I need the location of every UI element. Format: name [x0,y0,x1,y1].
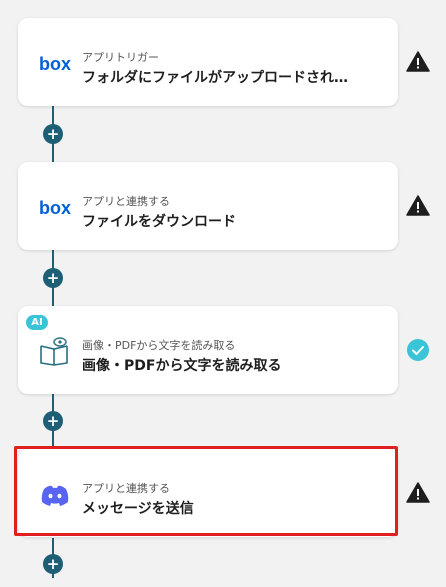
add-step-button[interactable]: + [43,124,63,144]
add-step-button[interactable]: + [43,554,63,574]
flow-step-card-download[interactable]: box アプリと連携する ファイルをダウンロード [18,162,398,250]
ai-badge: AI [26,315,48,330]
step-title: ファイルをダウンロード [82,214,236,230]
warning-icon [406,481,430,505]
step-type-label: アプリトリガー [82,51,159,64]
box-logo-text: box [39,54,71,74]
box-logo-icon: box [38,192,72,222]
step-type-label: アプリと連携する [82,482,170,495]
add-step-button[interactable]: + [43,411,63,431]
box-logo-icon: box [38,48,72,78]
add-step-button[interactable]: + [43,268,63,288]
flow-step-card-send-message[interactable]: アプリと連携する メッセージを送信 [18,449,398,537]
step-title: 画像・PDFから文字を読み取る [82,358,282,374]
step-type-label: アプリと連携する [82,195,170,208]
box-logo-text: box [39,198,71,218]
selection-highlight [14,446,398,536]
warning-icon [406,50,430,74]
book-eye-icon [38,336,72,366]
step-type-label: 画像・PDFから文字を読み取る [82,339,236,352]
discord-logo-icon [38,481,72,511]
step-title: フォルダにファイルがアップロードされ… [82,70,348,86]
check-circle-icon [406,338,430,362]
step-title: メッセージを送信 [82,501,194,517]
flow-step-card-ocr[interactable]: 画像・PDFから文字を読み取る 画像・PDFから文字を読み取る [18,306,398,394]
flow-step-card-trigger[interactable]: box アプリトリガー フォルダにファイルがアップロードされ… [18,18,398,106]
warning-icon [406,194,430,218]
